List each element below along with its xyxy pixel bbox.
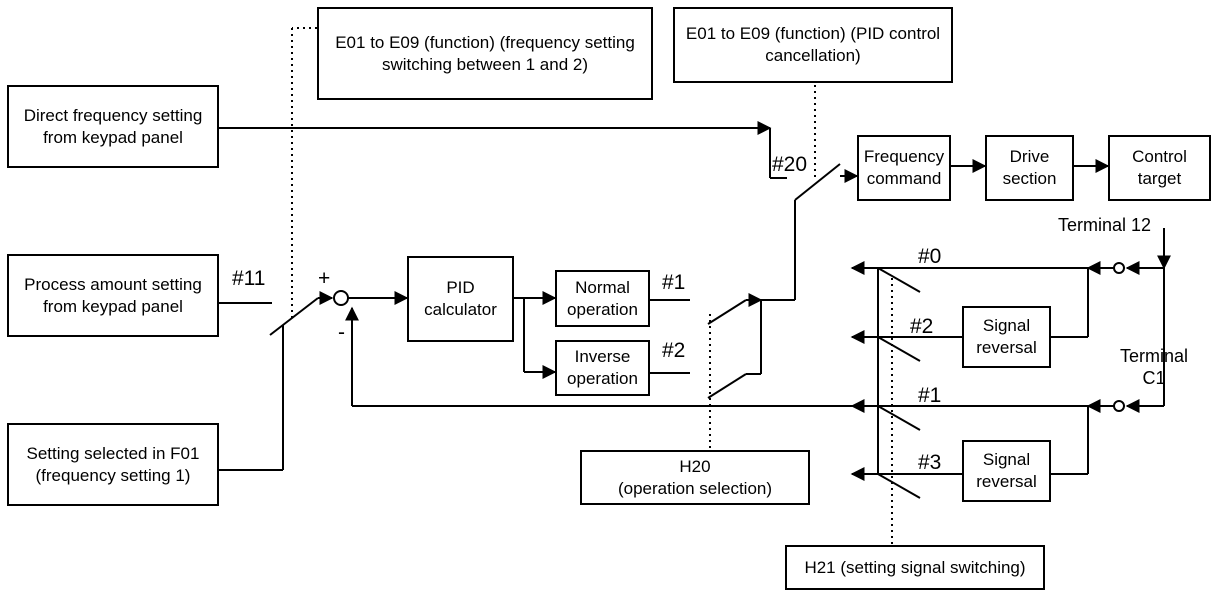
signal-1-label: #1 [918, 384, 942, 407]
freq-switch-function-box: E01 to E09 (function) (frequency setting… [317, 7, 653, 100]
sw11-blade [269, 297, 319, 336]
h21-setting-signal-switching-box: H21 (setting signal switching) [785, 545, 1045, 590]
f01-setting-box: Setting selected in F01 (frequency setti… [7, 423, 219, 506]
h21-blade-1 [877, 405, 921, 431]
plus-sign: + [318, 267, 331, 290]
operation-2-label: #2 [662, 339, 686, 362]
h21-blade-0 [877, 267, 921, 293]
frequency-command-box: Frequency command [857, 135, 951, 201]
summing-junction [333, 290, 349, 306]
terminal-12-node [1113, 262, 1125, 274]
direct-freq-setting-box: Direct frequency setting from keypad pan… [7, 85, 219, 168]
switch-20-label: #20 [772, 153, 808, 176]
pid-cancel-function-box: E01 to E09 (function) (PID control cance… [673, 7, 953, 83]
h21-blade-3 [877, 473, 921, 499]
drive-section-box: Drive section [985, 135, 1074, 201]
h21-blade-2 [877, 336, 921, 362]
signal-3-label: #3 [918, 451, 942, 474]
h20-operation-selection-box: H20 (operation selection) [580, 450, 810, 505]
terminal-12-label: Terminal 12 [1058, 215, 1152, 235]
sw20-blade [794, 163, 841, 201]
terminal-c1-node [1113, 400, 1125, 412]
signal-reversal-box-2: Signal reversal [962, 440, 1051, 502]
process-amount-setting-box: Process amount setting from keypad panel [7, 254, 219, 337]
signal-2-label: #2 [910, 315, 934, 338]
h20-blade-2 [707, 373, 747, 399]
control-target-box: Control target [1108, 135, 1211, 201]
terminal-c1-label: Terminal C1 [1120, 346, 1189, 388]
h20-blade-1 [707, 299, 747, 325]
switch-11-label: #11 [232, 267, 266, 290]
signal-0-label: #0 [918, 245, 942, 268]
minus-sign: - [338, 321, 345, 344]
normal-operation-box: Normal operation [555, 270, 650, 327]
signal-reversal-box-1: Signal reversal [962, 306, 1051, 368]
pid-calculator-box: PID calculator [407, 256, 514, 342]
operation-1-label: #1 [662, 271, 686, 294]
inverse-operation-box: Inverse operation [555, 340, 650, 396]
